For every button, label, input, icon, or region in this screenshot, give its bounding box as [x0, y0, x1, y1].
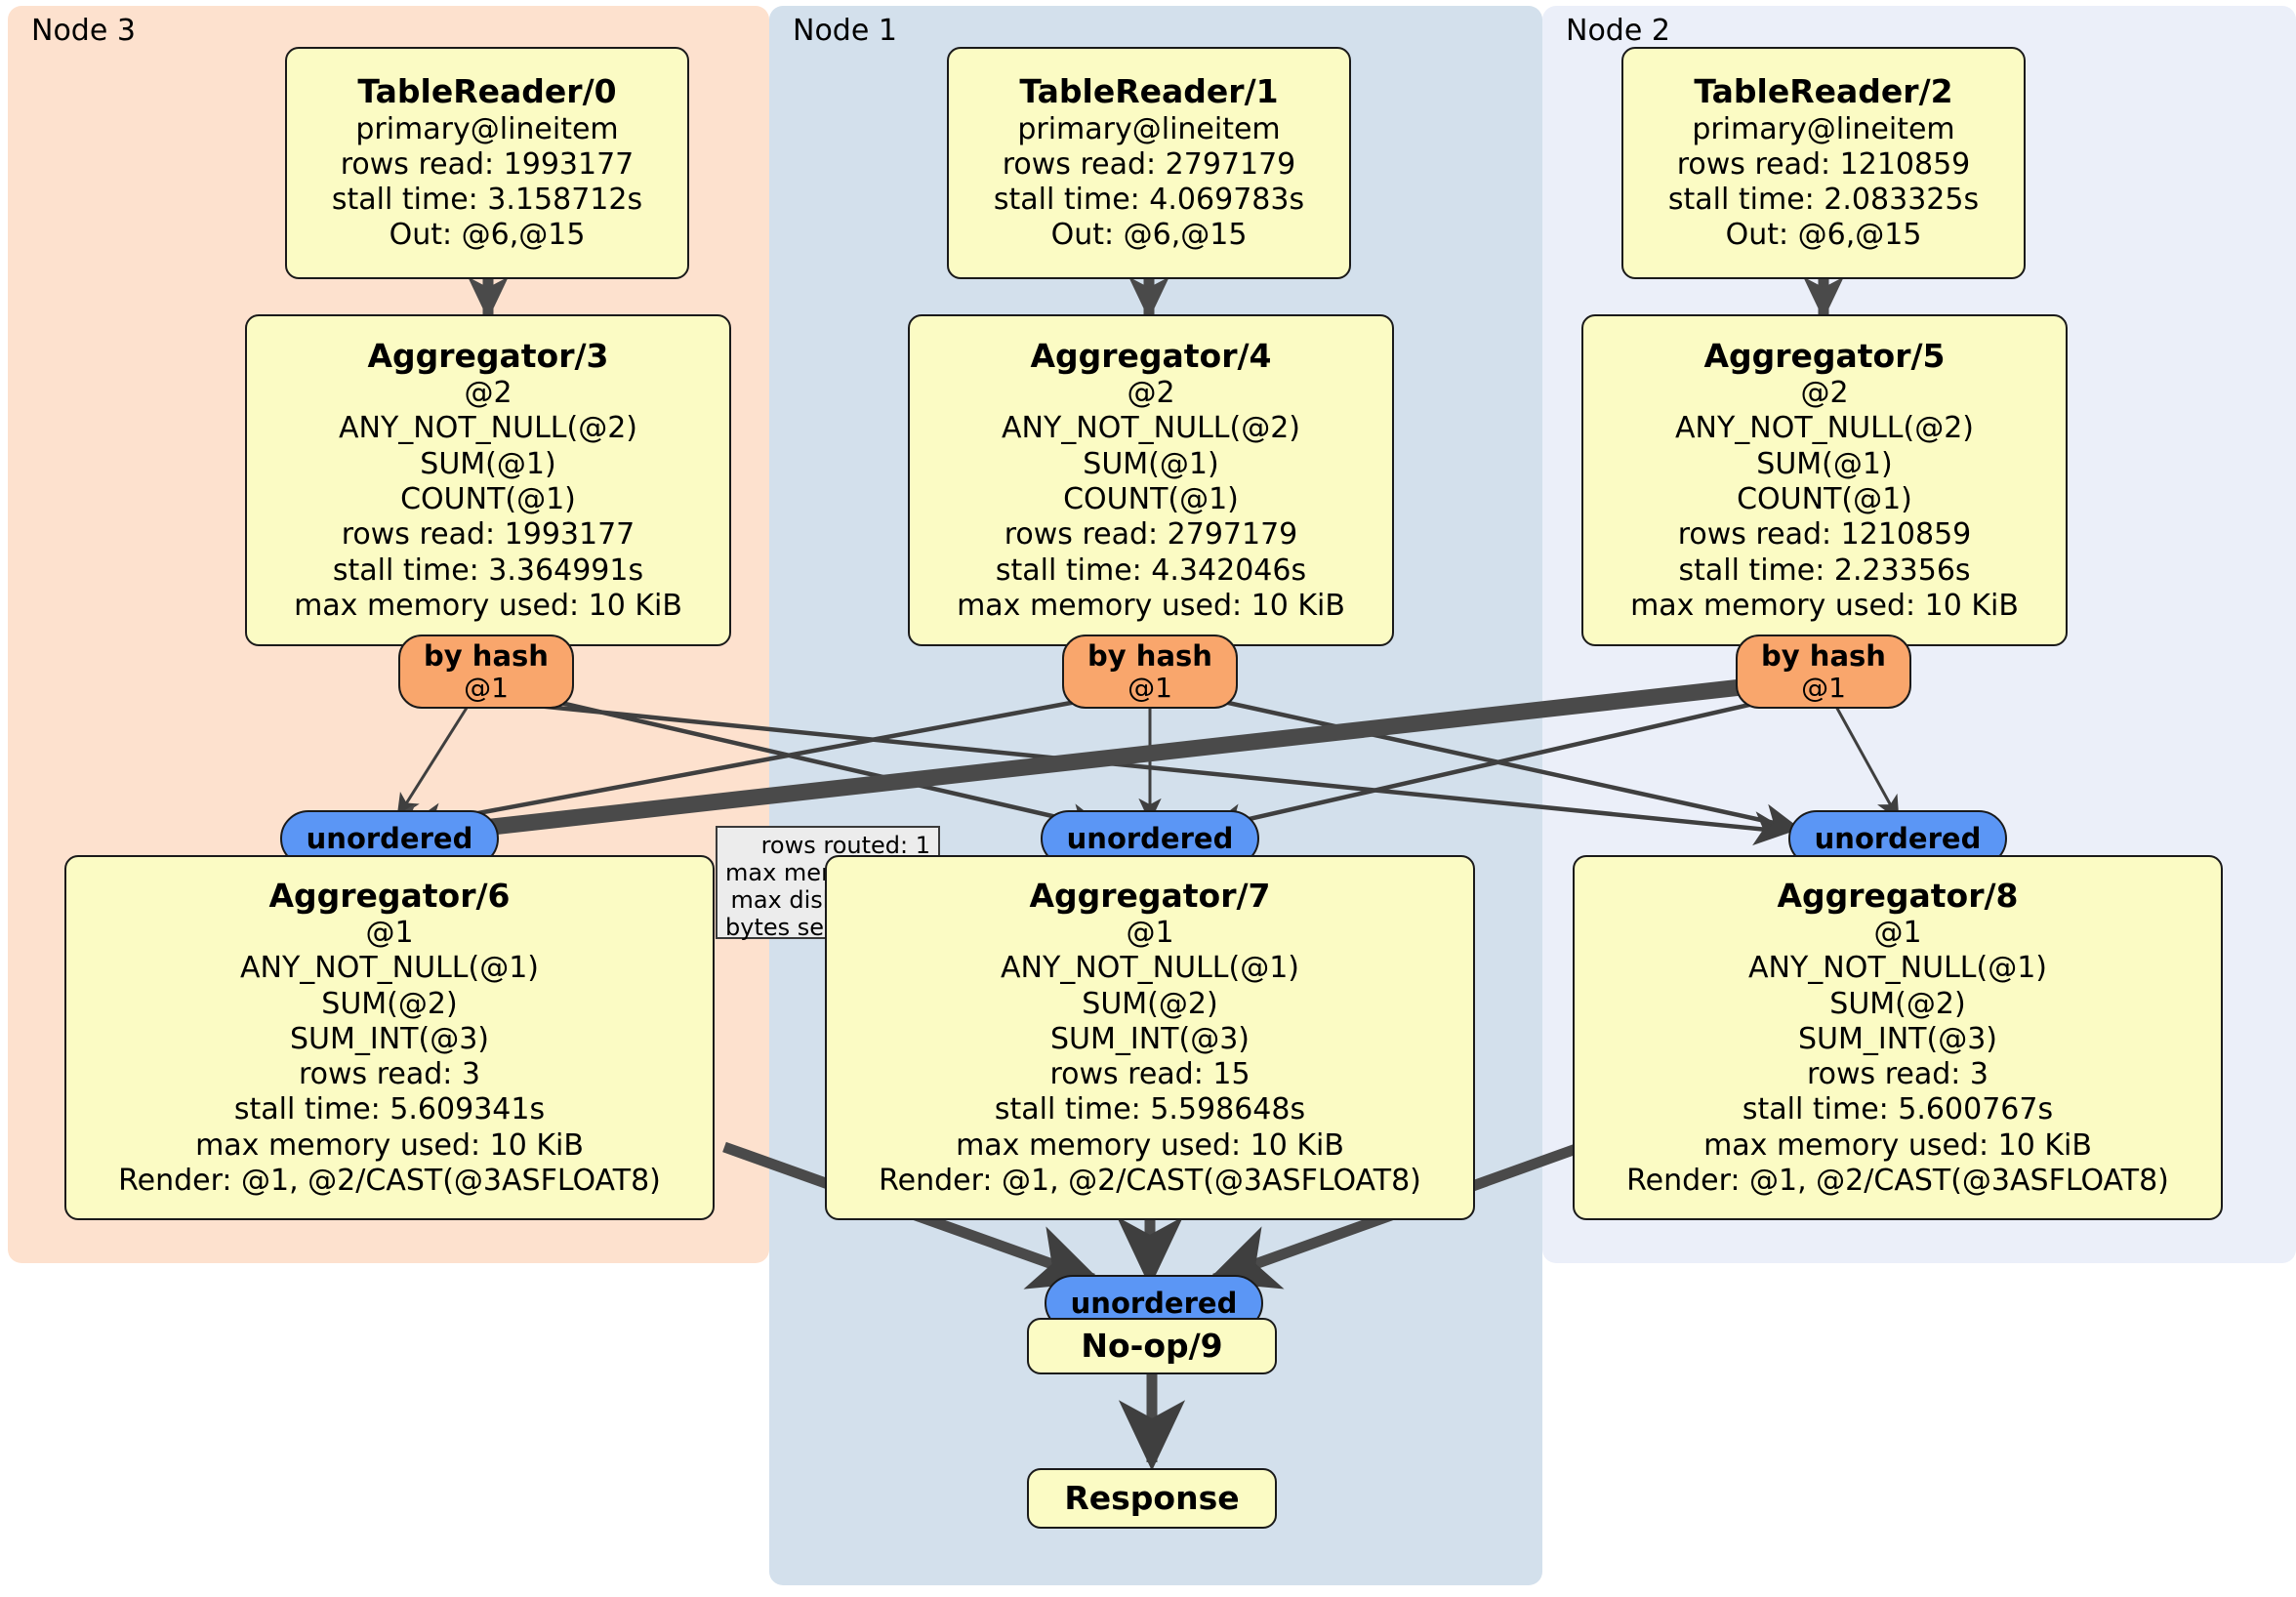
node-detail-line: rows read: 2797179 [1002, 146, 1296, 182]
node-detail-line: Render: @1, @2/CAST(@3ASFLOAT8) [118, 1164, 661, 1199]
node-title: Aggregator/5 [1703, 336, 1946, 375]
node-detail-line: stall time: 5.600767s [1742, 1092, 2054, 1127]
node-detail-line: Out: @6,@15 [1050, 218, 1248, 253]
stream-label: unordered [1070, 1286, 1238, 1320]
node-detail-line: SUM(@1) [1083, 446, 1219, 481]
cluster-label-node-2: Node 2 [1566, 14, 1670, 48]
node-detail-line: ANY_NOT_NULL(@1) [1748, 951, 2047, 986]
node-detail-line: max memory used: 10 KiB [294, 588, 682, 623]
node-detail-line: stall time: 5.598648s [994, 1092, 1306, 1127]
router-kind-label: by hash [1761, 639, 1886, 674]
node-table-reader-1[interactable]: TableReader/1 primary@lineitem rows read… [947, 47, 1351, 279]
node-detail-line: primary@lineitem [1017, 111, 1281, 146]
router-column-label: @1 [464, 671, 509, 704]
node-detail-line: rows read: 15 [1049, 1057, 1250, 1092]
node-detail-line: stall time: 3.158712s [331, 183, 643, 218]
router-by-hash-node1[interactable]: by hash @1 [1062, 635, 1238, 709]
node-detail-line: max memory used: 10 KiB [1703, 1127, 2092, 1163]
stream-unordered-node2[interactable]: unordered [1788, 810, 2007, 867]
node-detail-line: max memory used: 10 KiB [956, 1127, 1344, 1163]
node-detail-line: rows read: 1210859 [1677, 517, 1972, 553]
stats-line: rows routed: 1 [760, 832, 930, 859]
node-aggregator-7[interactable]: Aggregator/7 @1 ANY_NOT_NULL(@1) SUM(@2)… [825, 855, 1475, 1220]
router-column-label: @1 [1128, 671, 1172, 704]
stream-label: unordered [306, 821, 473, 855]
node-table-reader-2[interactable]: TableReader/2 primary@lineitem rows read… [1621, 47, 2026, 279]
node-aggregator-6[interactable]: Aggregator/6 @1 ANY_NOT_NULL(@1) SUM(@2)… [64, 855, 715, 1220]
node-title: No-op/9 [1081, 1326, 1223, 1365]
node-detail-line: Out: @6,@15 [389, 218, 586, 253]
node-detail-line: stall time: 4.069783s [993, 183, 1305, 218]
node-detail-line: @1 [365, 915, 414, 950]
node-detail-line: COUNT(@1) [1063, 481, 1239, 516]
router-kind-label: by hash [424, 639, 549, 674]
cluster-label-node-1: Node 1 [793, 14, 897, 48]
router-by-hash-node3[interactable]: by hash @1 [398, 635, 574, 709]
node-title: TableReader/0 [357, 72, 617, 111]
node-table-reader-0[interactable]: TableReader/0 primary@lineitem rows read… [285, 47, 689, 279]
node-title: Aggregator/7 [1029, 876, 1271, 915]
node-detail-line: stall time: 2.083325s [1667, 183, 1980, 218]
node-detail-line: SUM(@1) [1756, 446, 1893, 481]
router-by-hash-node2[interactable]: by hash @1 [1736, 635, 1911, 709]
node-aggregator-5[interactable]: Aggregator/5 @2 ANY_NOT_NULL(@2) SUM(@1)… [1581, 314, 2068, 646]
node-detail-line: primary@lineitem [1692, 111, 1955, 146]
node-detail-line: Out: @6,@15 [1725, 218, 1922, 253]
node-detail-line: SUM_INT(@3) [1798, 1021, 1997, 1056]
node-detail-line: @1 [1873, 915, 1922, 950]
node-detail-line: SUM_INT(@3) [1050, 1021, 1250, 1056]
node-aggregator-3[interactable]: Aggregator/3 @2 ANY_NOT_NULL(@2) SUM(@1)… [245, 314, 731, 646]
node-title: Aggregator/3 [367, 336, 609, 375]
node-detail-line: COUNT(@1) [400, 481, 576, 516]
node-detail-line: SUM(@2) [1082, 986, 1218, 1021]
node-detail-line: @2 [1800, 376, 1849, 411]
stream-label: unordered [1814, 821, 1982, 855]
node-response[interactable]: Response [1027, 1468, 1277, 1529]
node-detail-line: COUNT(@1) [1737, 481, 1912, 516]
node-title: Aggregator/4 [1030, 336, 1272, 375]
node-detail-line: SUM(@1) [420, 446, 556, 481]
node-title: TableReader/1 [1019, 72, 1279, 111]
node-detail-line: rows read: 3 [1806, 1057, 1989, 1092]
node-detail-line: @2 [1127, 376, 1175, 411]
node-detail-line: ANY_NOT_NULL(@2) [1002, 411, 1300, 446]
node-detail-line: max memory used: 10 KiB [195, 1127, 584, 1163]
router-kind-label: by hash [1087, 639, 1212, 674]
node-detail-line: SUM_INT(@3) [290, 1021, 489, 1056]
node-detail-line: @2 [464, 376, 512, 411]
node-detail-line: ANY_NOT_NULL(@2) [1675, 411, 1974, 446]
node-detail-line: ANY_NOT_NULL(@1) [240, 951, 539, 986]
node-detail-line: Render: @1, @2/CAST(@3ASFLOAT8) [1626, 1164, 2169, 1199]
node-aggregator-8[interactable]: Aggregator/8 @1 ANY_NOT_NULL(@1) SUM(@2)… [1573, 855, 2223, 1220]
node-detail-line: rows read: 1993177 [340, 146, 635, 182]
node-no-op-9[interactable]: No-op/9 [1027, 1318, 1277, 1374]
node-title: Aggregator/6 [268, 876, 511, 915]
router-column-label: @1 [1801, 671, 1846, 704]
node-detail-line: stall time: 5.609341s [233, 1092, 546, 1127]
node-aggregator-4[interactable]: Aggregator/4 @2 ANY_NOT_NULL(@2) SUM(@1)… [908, 314, 1394, 646]
node-detail-line: rows read: 1993177 [341, 517, 636, 553]
node-title: TableReader/2 [1694, 72, 1953, 111]
node-detail-line: max memory used: 10 KiB [1630, 588, 2019, 623]
node-detail-line: ANY_NOT_NULL(@1) [1001, 951, 1299, 986]
node-detail-line: SUM(@2) [1829, 986, 1966, 1021]
node-detail-line: stall time: 3.364991s [332, 553, 644, 588]
stream-label: unordered [1066, 821, 1234, 855]
node-detail-line: SUM(@2) [321, 986, 458, 1021]
node-detail-line: stall time: 4.342046s [995, 553, 1307, 588]
node-detail-line: rows read: 1210859 [1676, 146, 1971, 182]
node-detail-line: stall time: 2.23356s [1678, 553, 1971, 588]
node-title: Aggregator/8 [1777, 876, 2019, 915]
node-detail-line: primary@lineitem [355, 111, 619, 146]
node-detail-line: ANY_NOT_NULL(@2) [339, 411, 637, 446]
node-detail-line: @1 [1126, 915, 1174, 950]
node-detail-line: Render: @1, @2/CAST(@3ASFLOAT8) [879, 1164, 1421, 1199]
node-title: Response [1064, 1478, 1240, 1517]
node-detail-line: max memory used: 10 KiB [957, 588, 1345, 623]
node-detail-line: rows read: 2797179 [1004, 517, 1298, 553]
node-detail-line: rows read: 3 [298, 1057, 481, 1092]
cluster-label-node-3: Node 3 [31, 14, 136, 48]
